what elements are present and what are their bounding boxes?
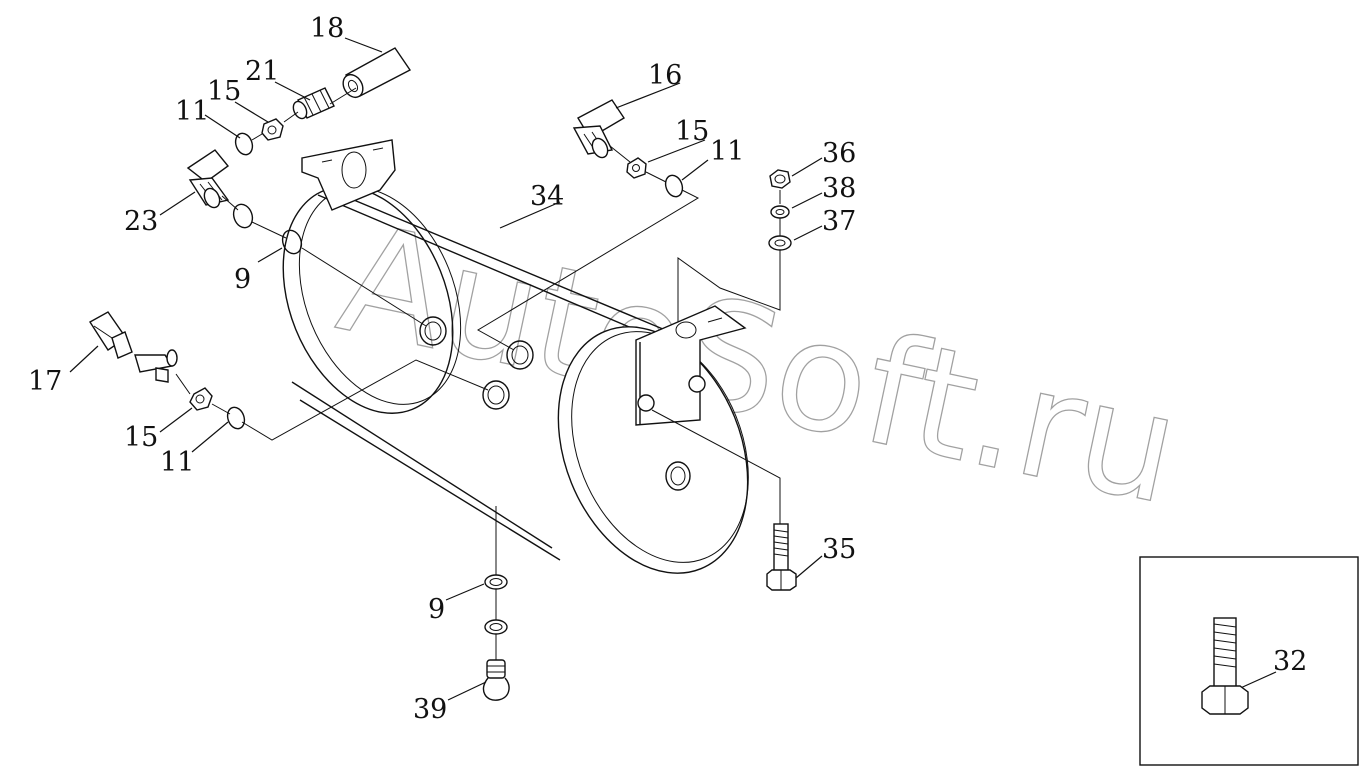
callout-16: 16 — [648, 60, 682, 91]
callout-9-bottom: 9 — [428, 594, 445, 625]
callout-37: 37 — [822, 206, 856, 237]
callout-34: 34 — [530, 181, 564, 212]
callout-32: 32 — [1273, 646, 1307, 677]
ring-9-bottom — [484, 574, 508, 590]
leader-lines — [69, 37, 1277, 701]
callout-39: 39 — [413, 694, 447, 725]
ring-11-top — [234, 132, 254, 156]
callout-17: 17 — [28, 366, 62, 397]
nut-15-right — [626, 157, 647, 179]
callout-18: 18 — [310, 13, 344, 44]
callout-11-top: 11 — [175, 96, 209, 127]
callout-15-right: 15 — [675, 116, 709, 147]
assembly-lines — [175, 87, 781, 660]
valve-17 — [89, 311, 178, 383]
callout-23: 23 — [124, 206, 158, 237]
nut-36 — [769, 169, 791, 189]
ring-bottom — [484, 619, 508, 635]
callout-21: 21 — [245, 56, 279, 87]
bolt-32 — [1201, 617, 1249, 715]
ring-11-right — [664, 174, 684, 198]
callout-38: 38 — [822, 173, 856, 204]
drain-valve-39 — [482, 659, 510, 701]
callout-15-left: 15 — [124, 422, 158, 453]
nut-15-top — [261, 118, 284, 141]
ring-near-elbow — [232, 203, 254, 229]
elbow-23 — [186, 149, 230, 209]
callout-15-top: 15 — [207, 76, 241, 107]
callout-11-right: 11 — [710, 136, 744, 167]
callouts: 18 21 15 11 23 9 16 15 11 34 36 38 37 17… — [28, 13, 1307, 725]
washer-38 — [770, 205, 790, 219]
elbow-16 — [572, 99, 625, 159]
ring-11-left — [226, 406, 246, 430]
callout-9-top: 9 — [234, 264, 251, 295]
coupling-18 — [342, 47, 412, 99]
callout-36: 36 — [822, 138, 856, 169]
bolt-35 — [766, 523, 797, 591]
callout-11-left: 11 — [160, 447, 194, 478]
nut-15-left — [189, 387, 213, 411]
right-bracket — [635, 305, 747, 426]
union-21 — [292, 87, 335, 120]
washer-37 — [768, 235, 792, 251]
callout-35: 35 — [822, 534, 856, 565]
inset-box — [1139, 556, 1359, 766]
left-bracket — [301, 139, 396, 211]
ring-9-top — [281, 229, 303, 255]
